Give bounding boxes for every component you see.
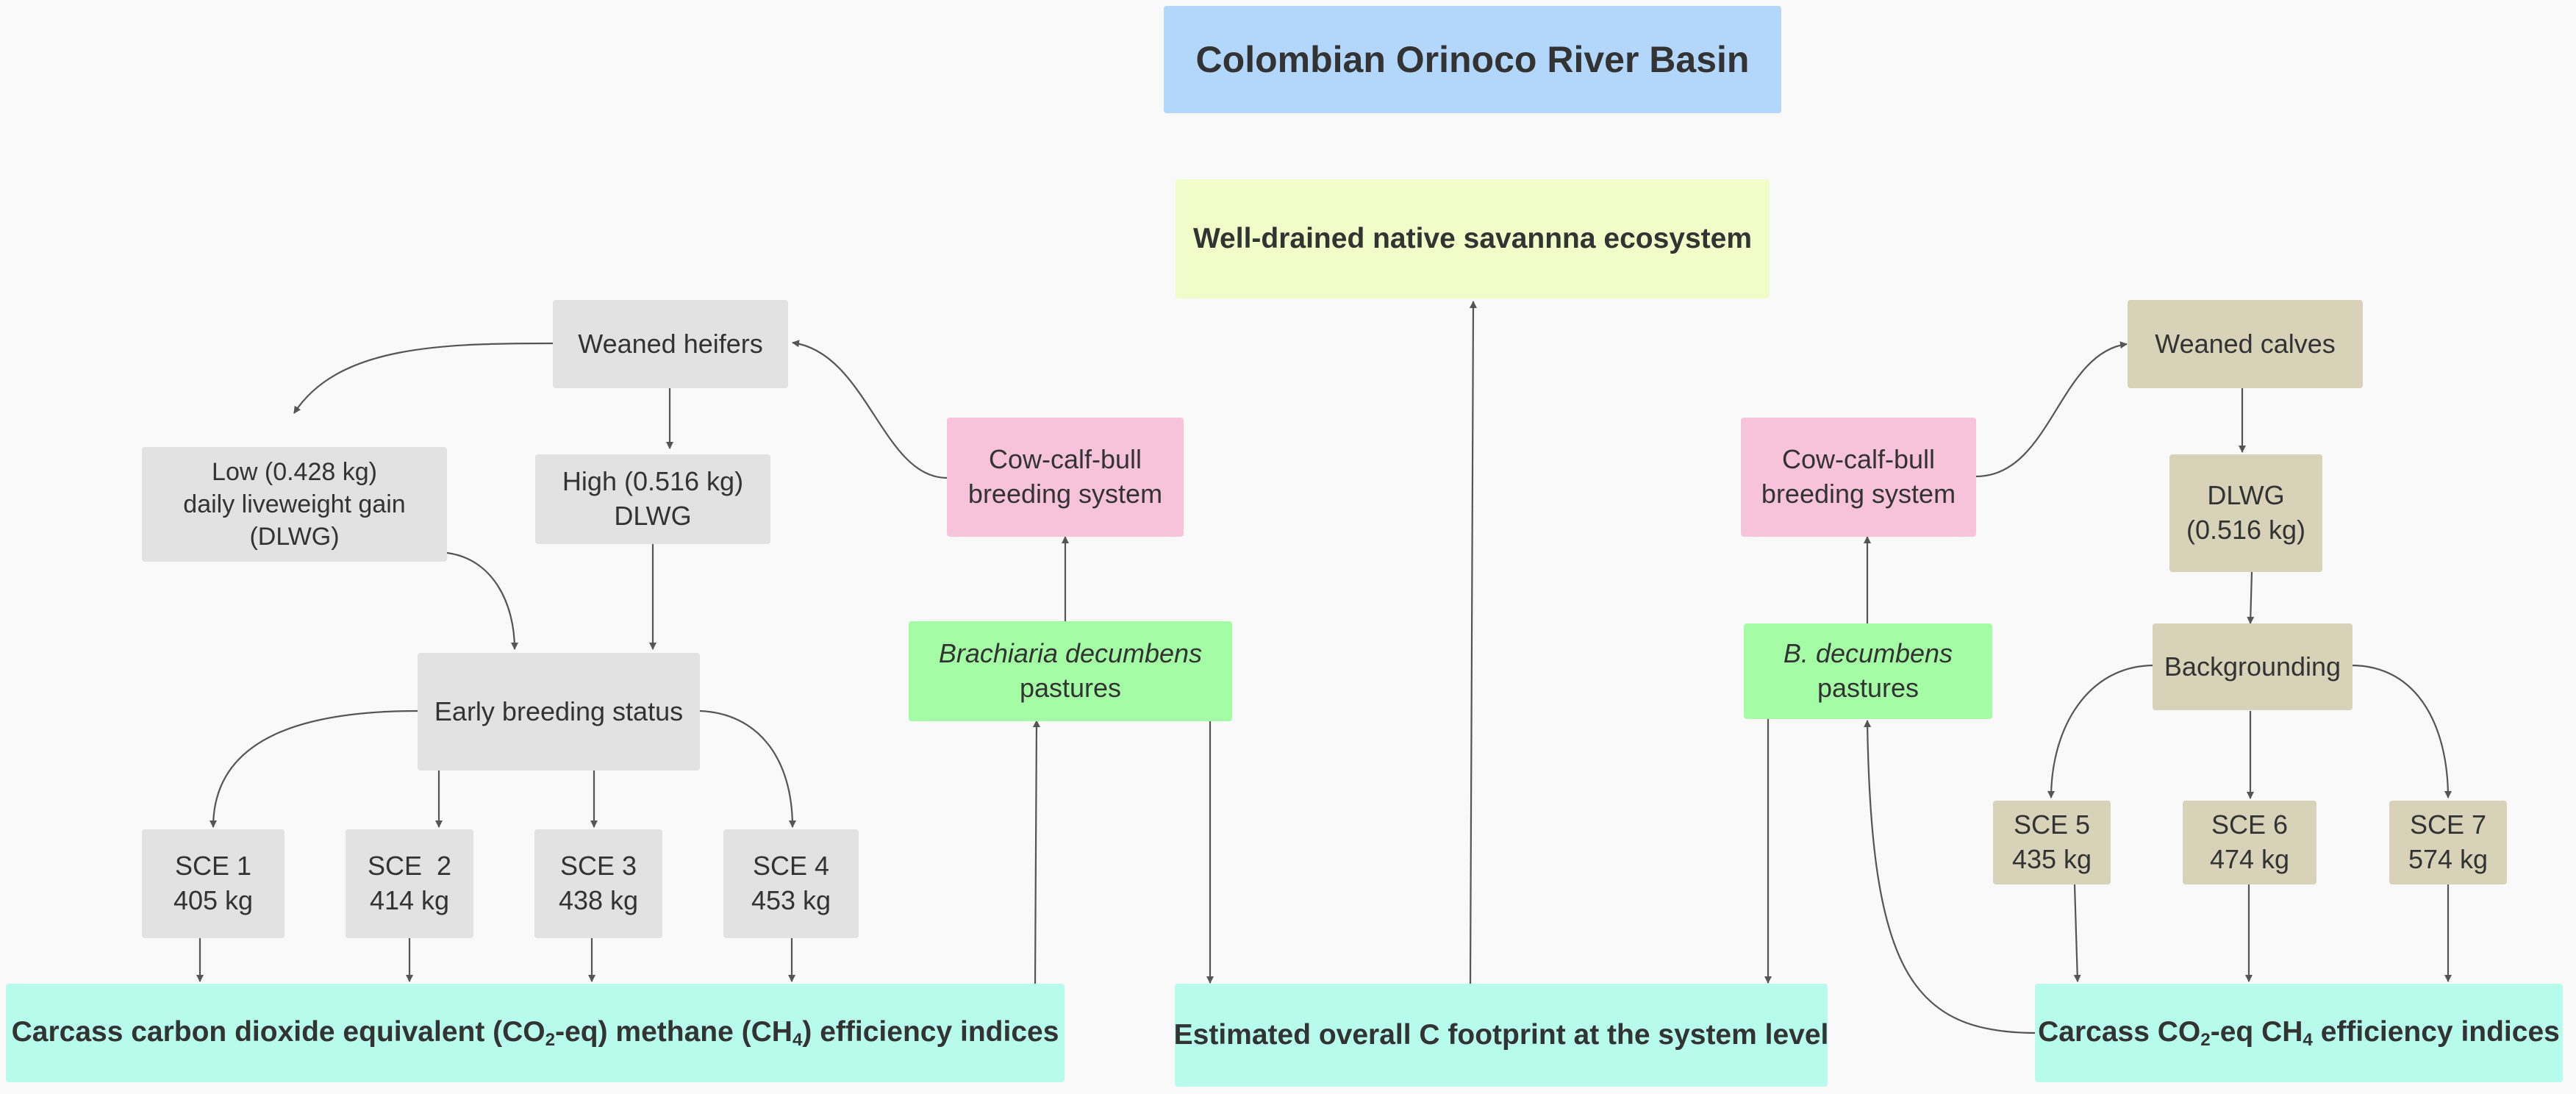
diagram-title: Colombian Orinoco River Basin <box>1164 6 1781 113</box>
arrow-dlwg-to-backgrounding <box>2247 571 2255 624</box>
scenario-name: SCE 4 <box>752 851 830 882</box>
scenario-weight: 405 kg <box>173 885 254 915</box>
arrow-early-to-sce4 <box>699 709 796 828</box>
scenario-weight: 438 kg <box>558 885 639 915</box>
left-efficiency-node: Carcass carbon dioxide equivalent (CO2-e… <box>6 984 1065 1082</box>
arrow-right-efficiency-to-pasture <box>1864 720 2037 1034</box>
weaned-calves-text: Weaned calves <box>2155 328 2336 359</box>
weaned-heifers-node: Weaned heifers <box>553 300 788 388</box>
scenario-weight: 435 kg <box>2011 844 2092 874</box>
scenario-box-sce6: SCE 6 474 kg <box>2183 801 2316 884</box>
arrow-right-breeding-to-calves <box>1975 341 2128 478</box>
left-efficiency-text: Carcass carbon dioxide equivalent (CO2-e… <box>12 1014 1059 1051</box>
arrow-footprint-to-ecosystem <box>1469 301 1477 984</box>
scenario-box-sce3: SCE 3 438 kg <box>534 829 662 938</box>
arrow-breeding-to-heifers <box>792 340 948 479</box>
breeding-system-line-1: Cow-calf-bull <box>988 444 1142 475</box>
backgrounding-node: Backgrounding <box>2153 623 2353 710</box>
low-dlwg-node: Low (0.428 kg) daily liveweight gain (DL… <box>142 447 447 562</box>
right-efficiency-node: Carcass CO2-eq CH4 efficiency indices <box>2035 984 2563 1082</box>
scenario-weight: 453 kg <box>751 885 831 915</box>
arrow-backgrounding-to-sce7 <box>2350 664 2452 798</box>
right-dlwg-node: DLWG (0.516 kg) <box>2169 454 2322 572</box>
efficiency-text-part: ) efficiency indices <box>802 1016 1059 1048</box>
pasture-label-text: pastures <box>1019 673 1122 703</box>
scenario-box-sce5: SCE 5 435 kg <box>1993 801 2111 884</box>
arrow-heifers-to-low <box>293 342 554 414</box>
early-breeding-text: Early breeding status <box>434 696 684 726</box>
efficiency-text-part: -eq CH <box>2210 1016 2303 1048</box>
efficiency-text-part: efficiency indices <box>2312 1016 2560 1048</box>
scenario-name: SCE 3 <box>559 851 637 882</box>
weaned-heifers-text: Weaned heifers <box>578 328 763 359</box>
arrow-sce5-to-efficiency <box>2073 884 2081 982</box>
efficiency-subscript: 2 <box>545 1030 556 1051</box>
scenario-box-sce2: SCE 2 414 kg <box>346 829 473 938</box>
low-dlwg-line-1: Low (0.428 kg) <box>212 457 377 486</box>
dlwg-line-2: (0.516 kg) <box>2186 515 2306 545</box>
pasture-species-text: Brachiaria decumbens <box>938 638 1203 669</box>
footprint-node: Estimated overall C footprint at the sys… <box>1173 984 1829 1087</box>
low-dlwg-line-3: (DLWG) <box>249 523 340 551</box>
left-pasture-node: Brachiaria decumbens pastures <box>909 621 1232 721</box>
efficiency-text-part: -eq) methane (CH <box>555 1016 793 1048</box>
efficiency-subscript: 2 <box>2200 1030 2211 1051</box>
efficiency-text-part: Carcass carbon dioxide equivalent (CO <box>11 1016 545 1048</box>
breeding-system-line-2: breeding system <box>1761 479 1956 509</box>
right-breeding-system-node: Cow-calf-bull breeding system <box>1741 418 1976 537</box>
backgrounding-text: Backgrounding <box>2164 651 2341 682</box>
right-efficiency-text: Carcass CO2-eq CH4 efficiency indices <box>2038 1014 2560 1051</box>
scenario-name: SCE 2 <box>367 851 452 882</box>
scenario-weight: 574 kg <box>2408 844 2489 874</box>
high-dlwg-node: High (0.516 kg) DLWG <box>535 454 770 544</box>
title-text: Colombian Orinoco River Basin <box>1195 38 1750 80</box>
weaned-calves-node: Weaned calves <box>2128 300 2363 388</box>
breeding-system-line-2: breeding system <box>967 479 1163 509</box>
right-pasture-node: B. decumbens pastures <box>1744 623 1992 719</box>
arrow-backgrounding-to-sce5 <box>2047 664 2155 798</box>
high-dlwg-line-2: DLWG <box>614 501 692 531</box>
scenario-name: SCE 7 <box>2409 809 2487 840</box>
scenario-name: SCE 6 <box>2211 809 2289 840</box>
footprint-text: Estimated overall C footprint at the sys… <box>1173 1018 1829 1051</box>
pasture-species-text: B. decumbens <box>1783 638 1953 669</box>
scenario-box-sce7: SCE 7 574 kg <box>2389 801 2507 884</box>
arrow-low-to-early <box>446 551 518 650</box>
dlwg-line-1: DLWG <box>2207 480 2285 511</box>
high-dlwg-line-1: High (0.516 kg) <box>562 466 744 497</box>
ecosystem-text: Well-drained native savannna ecosystem <box>1192 222 1753 254</box>
arrow-efficiency-to-pasture <box>1032 720 1040 984</box>
left-breeding-system-node: Cow-calf-bull breeding system <box>947 418 1184 537</box>
scenario-name: SCE 5 <box>2013 809 2091 840</box>
ecosystem-node: Well-drained native savannna ecosystem <box>1176 179 1770 298</box>
scenario-weight: 414 kg <box>369 885 450 915</box>
scenario-weight: 474 kg <box>2209 844 2290 874</box>
efficiency-subscript: 4 <box>792 1030 803 1051</box>
pasture-label-text: pastures <box>1817 673 1920 703</box>
scenario-box-sce4: SCE 4 453 kg <box>723 829 859 938</box>
breeding-system-line-1: Cow-calf-bull <box>1781 444 1936 475</box>
scenario-box-sce1: SCE 1 405 kg <box>142 829 285 938</box>
efficiency-text-part: Carcass CO <box>2038 1016 2201 1048</box>
arrow-early-to-sce1 <box>210 709 418 828</box>
early-breeding-node: Early breeding status <box>418 653 700 771</box>
scenario-name: SCE 1 <box>174 851 252 882</box>
low-dlwg-line-2: daily liveweight gain <box>183 490 406 518</box>
efficiency-subscript: 4 <box>2303 1030 2313 1051</box>
